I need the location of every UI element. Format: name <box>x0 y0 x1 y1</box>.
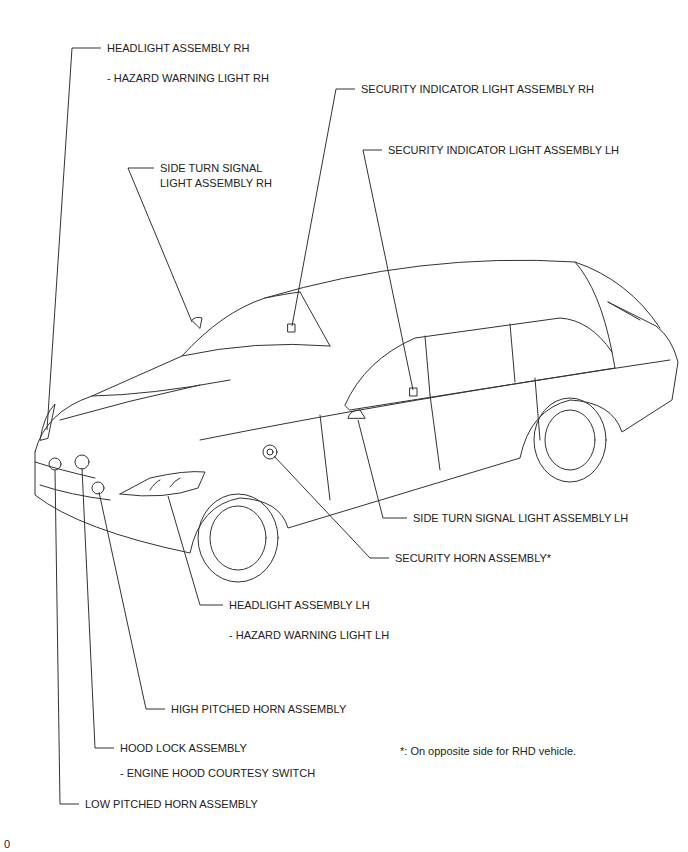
part-label: HOOD LOCK ASSEMBLY <box>120 741 247 756</box>
part-label: HEADLIGHT ASSEMBLY LH <box>229 598 370 613</box>
part-label: SECURITY INDICATOR LIGHT ASSEMBLY RH <box>361 82 594 97</box>
part-label: - HAZARD WARNING LIGHT LH <box>229 628 389 643</box>
part-label: - ENGINE HOOD COURTESY SWITCH <box>120 766 315 781</box>
part-label: - HAZARD WARNING LIGHT RH <box>107 71 269 86</box>
part-label: HEADLIGHT ASSEMBLY RH <box>107 41 249 56</box>
part-label: SIDE TURN SIGNAL LIGHT ASSEMBLY LH <box>413 511 628 526</box>
part-label: LOW PITCHED HORN ASSEMBLY <box>85 797 258 812</box>
part-label: SECURITY HORN ASSEMBLY* <box>395 551 551 566</box>
footnote: *: On opposite side for RHD vehicle. <box>400 744 576 759</box>
part-label: SECURITY INDICATOR LIGHT ASSEMBLY LH <box>388 143 619 158</box>
part-label: HIGH PITCHED HORN ASSEMBLY <box>171 702 346 717</box>
part-label: SIDE TURN SIGNAL LIGHT ASSEMBLY RH <box>160 161 292 191</box>
page-number: 0 <box>4 837 10 852</box>
